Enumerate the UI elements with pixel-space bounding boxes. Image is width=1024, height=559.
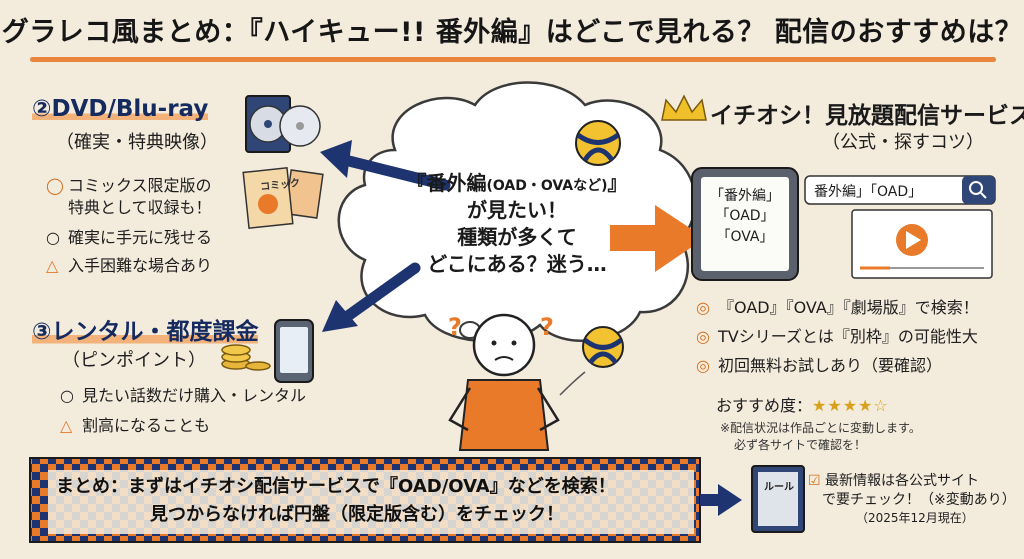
list-item: ○見たい話数だけ購入・レンタル (60, 386, 307, 405)
tablet-icon (691, 167, 799, 281)
list-item: △入手困難な場合あり (46, 256, 213, 275)
rental-heading: ③レンタル・都度課金 (32, 312, 259, 346)
checkbox-icon: ☑ (808, 473, 821, 489)
rulebook-label: ルール (764, 482, 794, 493)
streaming-points: ◎『OAD』『OVA』『劇場版』で検索！ ◎TVシリーズとは『別枠』の可能性大 … (696, 298, 979, 376)
dvd-points: ◯コミックス限定版の 特典として収録も！ ○確実に手元に残せる △入手困難な場合… (46, 176, 212, 276)
list-item: ○確実に手元に残せる (46, 228, 213, 247)
recommendation-rating: おすすめ度：★★★★☆ (716, 396, 889, 415)
arrow-to-dvd (320, 140, 451, 191)
cloud-line-4: どこにある？迷う… (427, 252, 607, 276)
list-item: ◎TVシリーズとは『別枠』の可能性大 (696, 327, 978, 346)
summary-line-2: 見つからなければ円盤（限定版含む）をチェック！ (150, 504, 564, 525)
rental-subheading: （ピンポイント） (62, 350, 206, 371)
cloud-text: 『番外編(OAD・OVAなど)』 が見たい！ 種類が多くて どこにある？迷う… (372, 170, 662, 278)
page-title: グラレコ風まとめ：『ハイキュー!! 番外編』はどこで見れる？ 配信のおすすめは？ (1, 17, 1023, 48)
dvd-subheading: （確実・特典映像） (56, 132, 218, 153)
title-underline (30, 57, 996, 62)
cloud-line-2: が見たい！ (467, 198, 567, 222)
list-item: ◎『OAD』『OVA』『劇場版』で検索！ (696, 298, 979, 317)
streaming-heading: イチオシ！見放題配信サービス (710, 103, 1024, 129)
search-bar-illustration (804, 175, 996, 205)
search-bar-text: 番外編」「OAD」 (814, 184, 923, 200)
cloud-line-3: 種類が多くて (457, 225, 577, 249)
comic-book-icon (242, 167, 324, 229)
summary-banner-background (29, 457, 701, 543)
tablet-screen-text: 「番外編」 「OAD」 「OVA」 (710, 188, 780, 245)
summary-line-1: まとめ：まずはイチオシ配信サービスで『OAD/OVA』などを検索！ (56, 476, 616, 497)
list-item: 特典として収録も！ (68, 198, 212, 217)
crown-icon (661, 94, 707, 121)
list-item: ◯コミックス限定版の (46, 176, 212, 195)
arrow-to-rental (322, 262, 421, 332)
arrow-to-streaming (610, 205, 705, 272)
dvd-case-icon (245, 95, 321, 153)
star-rating-icon: ★★★★☆ (812, 396, 889, 415)
note-line-1: ※配信状況は作品ごとに変動します。 (720, 421, 921, 435)
coins-icon (221, 344, 271, 371)
svg-text:?: ? (540, 313, 554, 341)
dvd-heading: ②DVD/Blu-ray (32, 96, 209, 122)
note-line-2: 必ず各サイトで確認を！ (734, 438, 867, 452)
latest-info-note: ☑ 最新情報は各公式サイト で要チェック！（※変動あり） （2025年12月現在… (808, 473, 1016, 525)
arrow-to-book (700, 484, 742, 516)
volleyball-icon (575, 120, 621, 166)
rulebook-icon (751, 465, 805, 533)
rental-points: ○見たい話数だけ購入・レンタル △割高になることも (60, 386, 306, 436)
confused-character-icon: ? ? (448, 313, 560, 451)
volleyball-icon (559, 326, 624, 396)
smartphone-icon (274, 319, 314, 383)
streaming-subheading: （公式・探すコツ） (822, 132, 984, 153)
svg-text:?: ? (448, 313, 462, 341)
list-item: ◎初回無料お試しあり（要確認） (696, 356, 943, 375)
cloud-line-1: 『番外編(OAD・OVAなど)』 (406, 171, 628, 195)
list-item: △割高になることも (60, 416, 211, 435)
video-player-icon (851, 209, 993, 279)
